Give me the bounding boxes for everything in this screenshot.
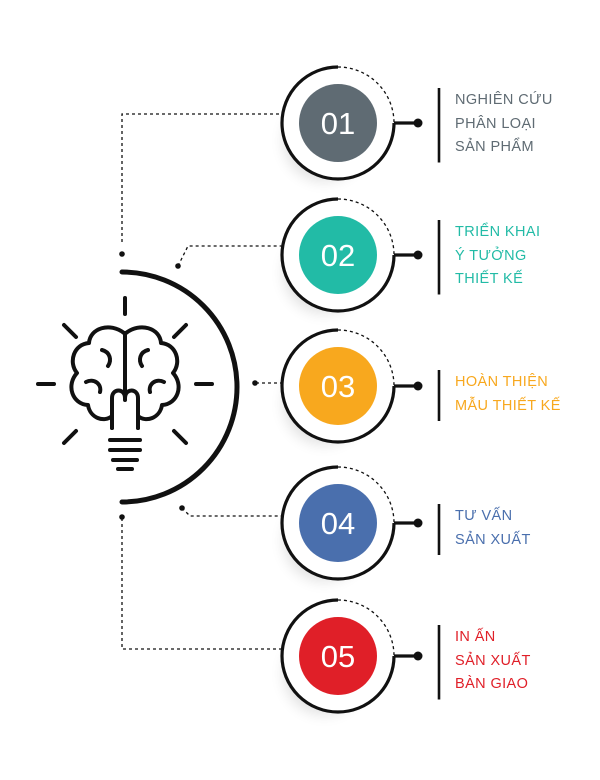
step-label-01: NGHIÊN CỨU PHÂN LOẠI SẢN PHẨM <box>455 89 553 160</box>
step-badge <box>299 617 377 695</box>
step-arm-dot <box>413 518 423 528</box>
step-02: 02 <box>280 197 441 313</box>
step-arm-dot <box>413 381 423 391</box>
step-04: 04 <box>280 465 441 581</box>
step-label-line: PHÂN LOẠI <box>455 115 536 132</box>
step-badge <box>299 484 377 562</box>
step-ring-solid <box>280 65 396 181</box>
step-arm-dot <box>413 118 423 128</box>
step-05: 05 <box>280 598 441 714</box>
step-number: 03 <box>321 369 355 404</box>
step-label-line: NGHIÊN CỨU <box>455 92 553 108</box>
step-ring-dashed <box>337 599 395 657</box>
step-badge <box>299 84 377 162</box>
step-arm-dot <box>413 250 423 260</box>
connector-04 <box>181 507 284 517</box>
step-label-line: Ý TƯỞNG <box>455 247 527 264</box>
step-ring-dashed <box>337 198 395 256</box>
step-label-line: SẢN XUẤT <box>455 652 531 669</box>
steps-layer: 01 02 03 04 05 <box>280 65 441 714</box>
step-01: 01 <box>280 65 441 181</box>
step-label-line: MẪU THIẾT KẾ <box>455 397 561 414</box>
step-badge <box>299 216 377 294</box>
step-arm-dot <box>413 651 423 661</box>
step-ring-dashed <box>337 66 395 124</box>
connector-dot-05 <box>119 514 125 520</box>
step-ring-solid <box>280 328 396 444</box>
step-label-line: SẢN PHẨM <box>455 139 534 155</box>
step-badge <box>299 347 377 425</box>
connector-dot-02 <box>175 263 181 269</box>
connector-02 <box>177 245 282 267</box>
step-label-line: TRIỂN KHAI <box>455 224 541 240</box>
step-ring-solid <box>280 197 396 313</box>
connector-01 <box>121 113 284 242</box>
step-label-line: BÀN GIAO <box>455 676 529 692</box>
step-ring-solid <box>280 465 396 581</box>
step-ring-dashed <box>337 466 395 524</box>
step-label-line: SẢN XUẤT <box>455 531 531 548</box>
step-label-line: HOÀN THIỆN <box>455 374 549 390</box>
step-label-line: THIẾT KẾ <box>455 271 524 287</box>
step-number: 01 <box>321 106 355 141</box>
step-label-05: IN ẤN SẢN XUẤT BÀN GIAO <box>455 626 531 697</box>
step-label-line: TƯ VẤN <box>455 508 513 524</box>
step-label-02: TRIỂN KHAI Ý TƯỞNG THIẾT KẾ <box>455 221 540 292</box>
step-label-line: IN ẤN <box>455 629 496 645</box>
connector-dot-01 <box>119 251 125 257</box>
connector-dot-03 <box>252 380 258 386</box>
step-ring-solid <box>280 598 396 714</box>
step-number: 04 <box>321 506 355 541</box>
center-half-circle <box>119 269 240 505</box>
connector-dot-04 <box>179 505 185 511</box>
connectors <box>121 113 284 650</box>
step-03: 03 <box>280 328 441 444</box>
lightbulb-brain-icon <box>36 296 214 471</box>
step-ring-dashed <box>337 329 395 387</box>
step-label-03: HOÀN THIỆN MẪU THIẾT KẾ <box>455 371 561 418</box>
connector-dots <box>119 251 258 520</box>
step-label-04: TƯ VẤN SẢN XUẤT <box>455 505 531 552</box>
step-number: 02 <box>321 238 355 273</box>
step-number: 05 <box>321 639 355 674</box>
connector-05 <box>121 518 284 650</box>
